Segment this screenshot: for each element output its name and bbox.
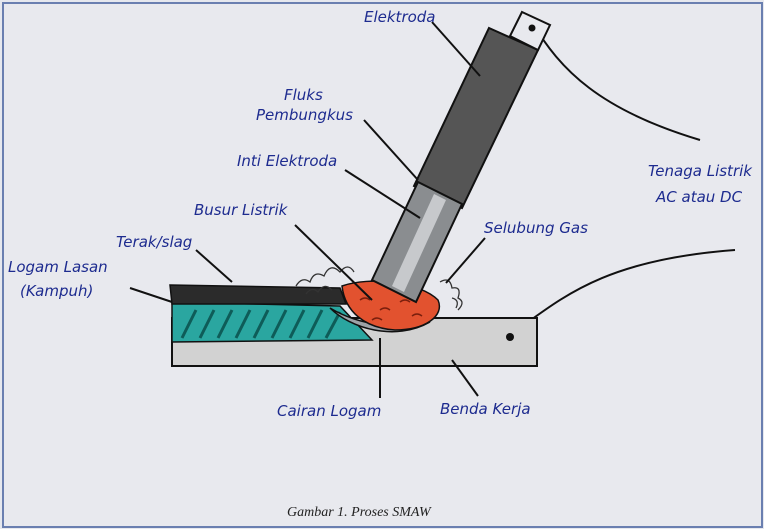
label-terak-slag: Terak/slag <box>116 233 192 251</box>
label-tenaga-1: Tenaga Listrik <box>648 162 753 180</box>
gas-shield-left <box>295 266 355 295</box>
leader-lines <box>129 21 486 398</box>
label-logam-lasan-1: Logam Lasan <box>8 258 108 276</box>
label-elektroda: Elektroda <box>364 8 436 26</box>
label-selubung-gas: Selubung Gas <box>484 219 588 237</box>
figure-caption: Gambar 1. Proses SMAW <box>287 505 432 520</box>
workpiece-terminal <box>506 333 514 341</box>
electrode-core-highlight <box>392 194 446 292</box>
label-logam-lasan-2: (Kampuh) <box>20 282 93 300</box>
label-inti-elektroda: Inti Elektroda <box>237 152 337 170</box>
weld-metal-hatching <box>180 309 342 339</box>
electrode-coating <box>412 26 540 210</box>
label-cairan-logam: Cairan Logam <box>277 402 381 420</box>
label-benda-kerja: Benda Kerja <box>440 400 531 418</box>
label-fluks-1: Fluks <box>284 86 323 104</box>
gas-shield-right <box>439 279 463 311</box>
electrode-terminal <box>528 24 536 32</box>
label-tenaga-2: AC atau DC <box>655 188 743 206</box>
electrode-cable <box>531 21 701 141</box>
electrode-tip <box>508 10 552 52</box>
arc-texture <box>359 297 423 321</box>
slag-layer <box>169 284 348 305</box>
workpiece-cable <box>509 249 736 336</box>
label-busur-listrik: Busur Listrik <box>194 201 289 219</box>
label-fluks-2: Pembungkus <box>256 106 353 124</box>
